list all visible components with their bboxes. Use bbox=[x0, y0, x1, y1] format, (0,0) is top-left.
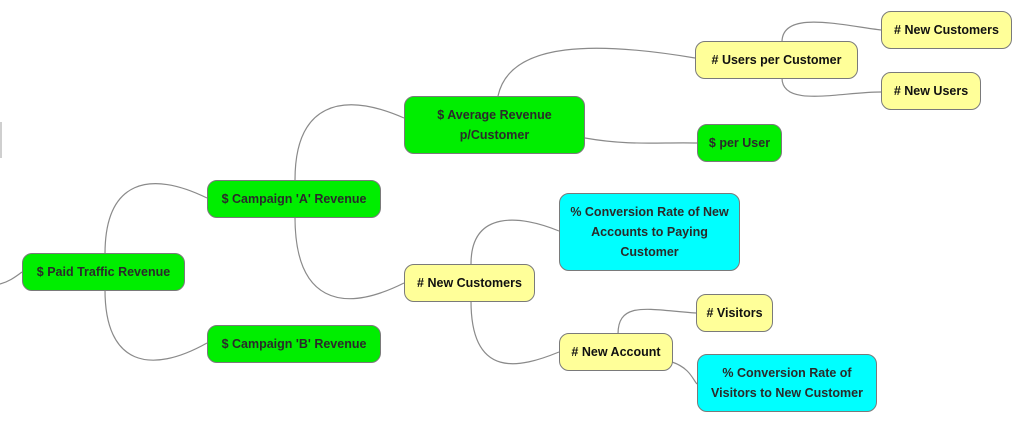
node-conversion-accounts-to-paying[interactable]: % Conversion Rate of New Accounts to Pay… bbox=[559, 193, 740, 271]
connector-average-revenue-to-per-user bbox=[584, 137, 698, 144]
connector-paid-traffic-to-campaign-b bbox=[104, 289, 208, 361]
connector-new-customers-to-conversion-rate bbox=[470, 219, 560, 265]
node-per-user[interactable]: $ per User bbox=[697, 124, 782, 162]
node-paid-traffic-revenue[interactable]: $ Paid Traffic Revenue bbox=[22, 253, 185, 291]
connector-users-per-customer-to-new-users bbox=[781, 77, 882, 97]
node-new-account[interactable]: # New Account bbox=[559, 333, 673, 371]
connector-average-revenue-to-users-per-customer bbox=[497, 47, 696, 97]
node-average-revenue-per-customer[interactable]: $ Average Revenue p/Customer bbox=[404, 96, 585, 154]
connector-campaign-a-to-average-revenue bbox=[294, 104, 405, 181]
node-campaign-b-revenue[interactable]: $ Campaign 'B' Revenue bbox=[207, 325, 381, 363]
left-edge-marker bbox=[0, 122, 2, 158]
connector-new-account-to-visitors-conversion bbox=[671, 361, 698, 385]
connector-users-per-customer-to-new-customers bbox=[781, 21, 882, 43]
node-conversion-visitors-to-customer[interactable]: % Conversion Rate of Visitors to New Cus… bbox=[697, 354, 877, 412]
connector-campaign-a-to-new-customers bbox=[294, 216, 405, 300]
connector-offscreen-to-paid-traffic bbox=[0, 271, 23, 285]
node-new-users[interactable]: # New Users bbox=[881, 72, 981, 110]
node-visitors[interactable]: # Visitors bbox=[696, 294, 773, 332]
connector-paid-traffic-to-campaign-a bbox=[104, 183, 208, 255]
node-new-customers[interactable]: # New Customers bbox=[404, 264, 535, 302]
connector-new-account-to-visitors bbox=[617, 308, 697, 335]
node-campaign-a-revenue[interactable]: $ Campaign 'A' Revenue bbox=[207, 180, 381, 218]
node-users-new-customers[interactable]: # New Customers bbox=[881, 11, 1012, 49]
node-users-per-customer[interactable]: # Users per Customer bbox=[695, 41, 858, 79]
connector-new-customers-to-new-account bbox=[470, 300, 560, 365]
